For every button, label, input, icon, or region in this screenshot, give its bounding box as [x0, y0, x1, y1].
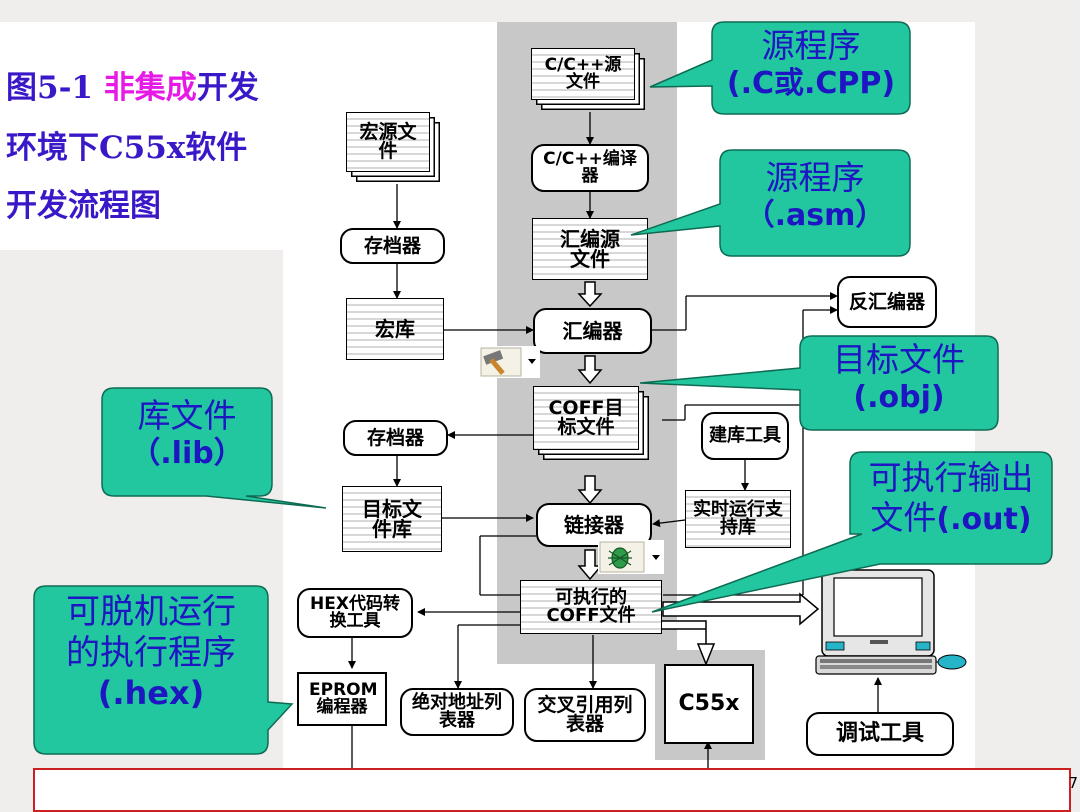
callout-library-file-shape	[101, 387, 327, 509]
disassembler: 反汇编器	[837, 276, 937, 328]
library-builder: 建库工具	[701, 412, 789, 460]
callout-executable-output-line1: 可执行输出	[868, 458, 1034, 497]
bug-icon	[598, 540, 664, 574]
c55x-target-label: C55x	[678, 691, 740, 716]
computer-icon	[815, 569, 967, 675]
callout-library-file-line2: （.lib）	[130, 435, 244, 471]
hammer-icon	[478, 346, 540, 378]
title-highlight: 非集成	[103, 70, 197, 106]
callout-executable-output-ext: (.out)	[936, 501, 1032, 537]
linker: 链接器	[536, 503, 652, 547]
linker-label: 链接器	[564, 513, 624, 537]
macro-source-file-label: 宏源文件	[359, 121, 417, 162]
asm-source-file-label: 汇编源文件	[560, 227, 620, 271]
runtime-support-library-label: 实时运行支持库	[693, 499, 783, 538]
library-builder-label: 建库工具	[709, 425, 781, 446]
c-source-file: C/C++源文件	[531, 48, 635, 100]
debug-tools-label: 调试工具	[835, 721, 924, 746]
callout-source-c-shape	[649, 21, 911, 115]
c-compiler: C/C++编译器	[531, 144, 649, 192]
c55x-target: C55x	[664, 664, 754, 744]
macro-library-label: 宏库	[375, 317, 415, 341]
callout-offline-program-shape	[33, 585, 294, 755]
debug-tools: 调试工具	[806, 712, 954, 756]
callout-source-c: 源程序 (.C或.CPP)	[712, 26, 910, 102]
callout-executable-output-shape	[651, 451, 1053, 613]
callout-source-asm-line1: 源程序	[765, 158, 865, 197]
archiver-2: 存档器	[343, 420, 448, 456]
title-prefix: 图5-1	[6, 70, 104, 106]
executable-coff-file-label: 可执行的COFF文件	[546, 587, 636, 626]
macro-source-file: 宏源文件	[346, 112, 430, 172]
callout-source-c-line2: (.C或.CPP)	[726, 65, 896, 101]
title-block: 图5-1 非集成开发 环境下C55x软件 开发流程图	[0, 22, 340, 250]
macro-library: 宏库	[346, 298, 444, 360]
c-source-file-label: C/C++源文件	[544, 55, 622, 92]
callout-source-asm: 源程序 （.asm）	[720, 158, 910, 234]
archiver-1-label: 存档器	[363, 234, 421, 257]
archiver-1: 存档器	[340, 228, 445, 264]
hex-converter-label: HEX代码转换工具	[310, 594, 400, 631]
c-compiler-label: C/C++编译器	[543, 149, 637, 186]
callout-library-file: 库文件 （.lib）	[102, 396, 272, 472]
title-suffix: 开发	[196, 70, 259, 106]
callout-object-file-line1: 目标文件	[833, 340, 965, 379]
object-file-library: 目标文件库	[342, 486, 442, 552]
runtime-support-library: 实时运行支持库	[685, 490, 791, 548]
cross-reference-lister-label: 交叉引用列表器	[537, 694, 633, 735]
title-line-1: 图5-1 非集成开发	[6, 62, 259, 107]
absolute-lister: 绝对地址列表器	[400, 688, 514, 736]
object-file-library-label: 目标文件库	[362, 497, 422, 541]
callout-object-file: 目标文件 (.obj)	[800, 340, 998, 416]
asm-source-file: 汇编源文件	[532, 218, 648, 280]
callout-source-asm-shape	[630, 149, 911, 257]
callout-object-file-shape	[639, 335, 999, 431]
callout-offline-program-line3: (.hex)	[97, 673, 205, 712]
assembler-label: 汇编器	[562, 319, 623, 343]
absolute-lister-label: 绝对地址列表器	[412, 692, 502, 731]
disassembler-label: 反汇编器	[848, 290, 925, 313]
bottom-caption-frame	[33, 768, 1071, 812]
eprom-programmer-label: EPROM编程器	[309, 680, 378, 717]
eprom-programmer: EPROM编程器	[297, 672, 387, 726]
hex-converter: HEX代码转换工具	[297, 588, 413, 638]
callout-object-file-line2: (.obj)	[853, 379, 945, 415]
callout-executable-output-prefix: 文件	[870, 497, 937, 537]
assembler: 汇编器	[533, 308, 652, 354]
callout-library-file-line1: 库文件	[137, 396, 237, 435]
callout-offline-program-line1: 可脱机运行	[66, 592, 236, 632]
title-line-3: 开发流程图	[6, 188, 161, 224]
callout-source-c-line1: 源程序	[761, 26, 861, 65]
callout-executable-output: 可执行输出 文件(.out)	[850, 458, 1052, 538]
executable-coff-file: 可执行的COFF文件	[520, 580, 662, 634]
callout-source-asm-line2: （.asm）	[744, 197, 886, 233]
callout-offline-program: 可脱机运行 的执行程序 (.hex)	[34, 592, 268, 712]
coff-object-file-label: COFF目标文件	[548, 397, 624, 438]
page-number: 7	[1068, 774, 1078, 792]
title-line-2: 环境下C55x软件	[6, 130, 248, 166]
cross-reference-lister: 交叉引用列表器	[524, 688, 646, 742]
coff-object-file: COFF目标文件	[533, 386, 639, 450]
callout-offline-program-line2: 的执行程序	[66, 632, 236, 673]
archiver-2-label: 存档器	[366, 426, 424, 449]
